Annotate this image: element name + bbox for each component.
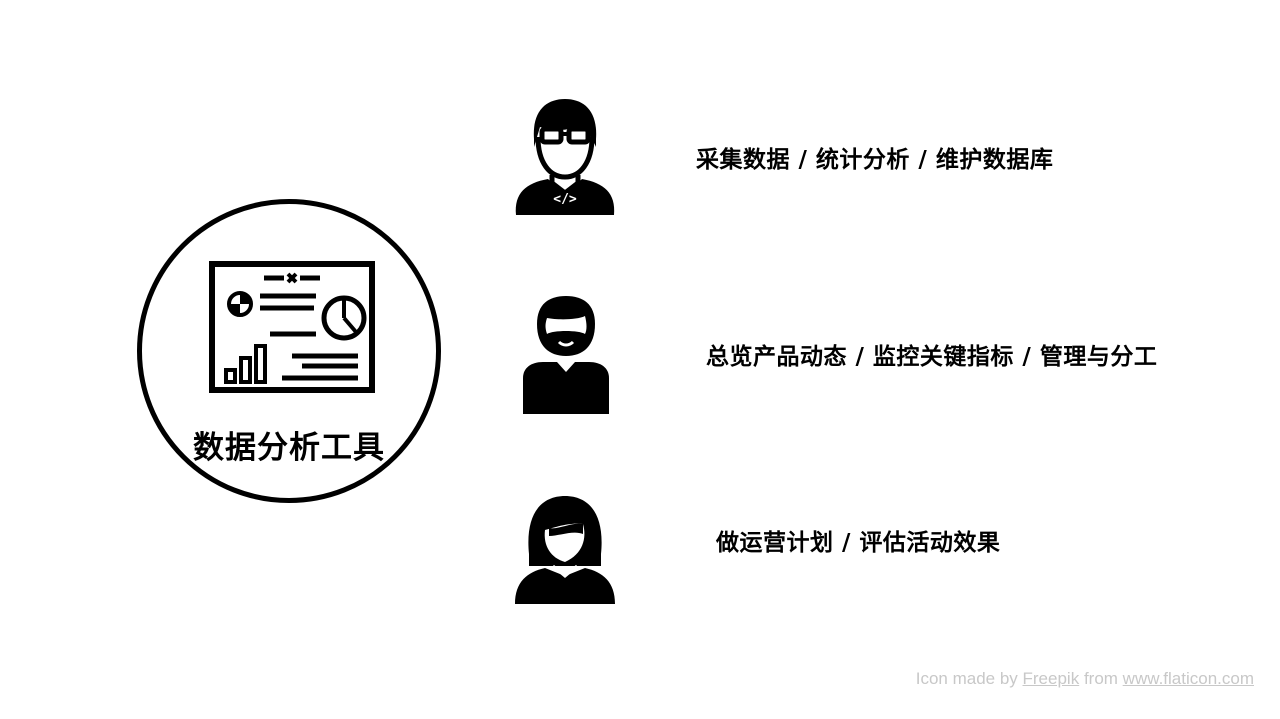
code-symbol: </>	[553, 192, 577, 207]
credit-prefix: Icon made by	[915, 669, 1018, 688]
analytics-dashboard-icon	[209, 261, 375, 393]
role-developer-text: 采集数据 / 统计分析 / 维护数据库	[696, 147, 1054, 173]
operator-avatar-icon	[515, 496, 615, 604]
credit-author-link[interactable]: Freepik	[1022, 669, 1080, 688]
role-manager-text: 总览产品动态 / 监控关键指标 / 管理与分工	[706, 344, 1158, 370]
role-operator-text: 做运营计划 / 评估活动效果	[716, 530, 1001, 556]
hub-title: 数据分析工具	[193, 430, 385, 466]
icon-credit: Icon made by Freepik from www.flaticon.c…	[916, 669, 1254, 689]
credit-site-link[interactable]: www.flaticon.com	[1122, 669, 1254, 688]
credit-middle: from	[1083, 669, 1118, 688]
hub-circle	[137, 199, 441, 503]
developer-avatar-icon: </>	[515, 99, 615, 215]
manager-avatar-icon	[523, 296, 609, 414]
